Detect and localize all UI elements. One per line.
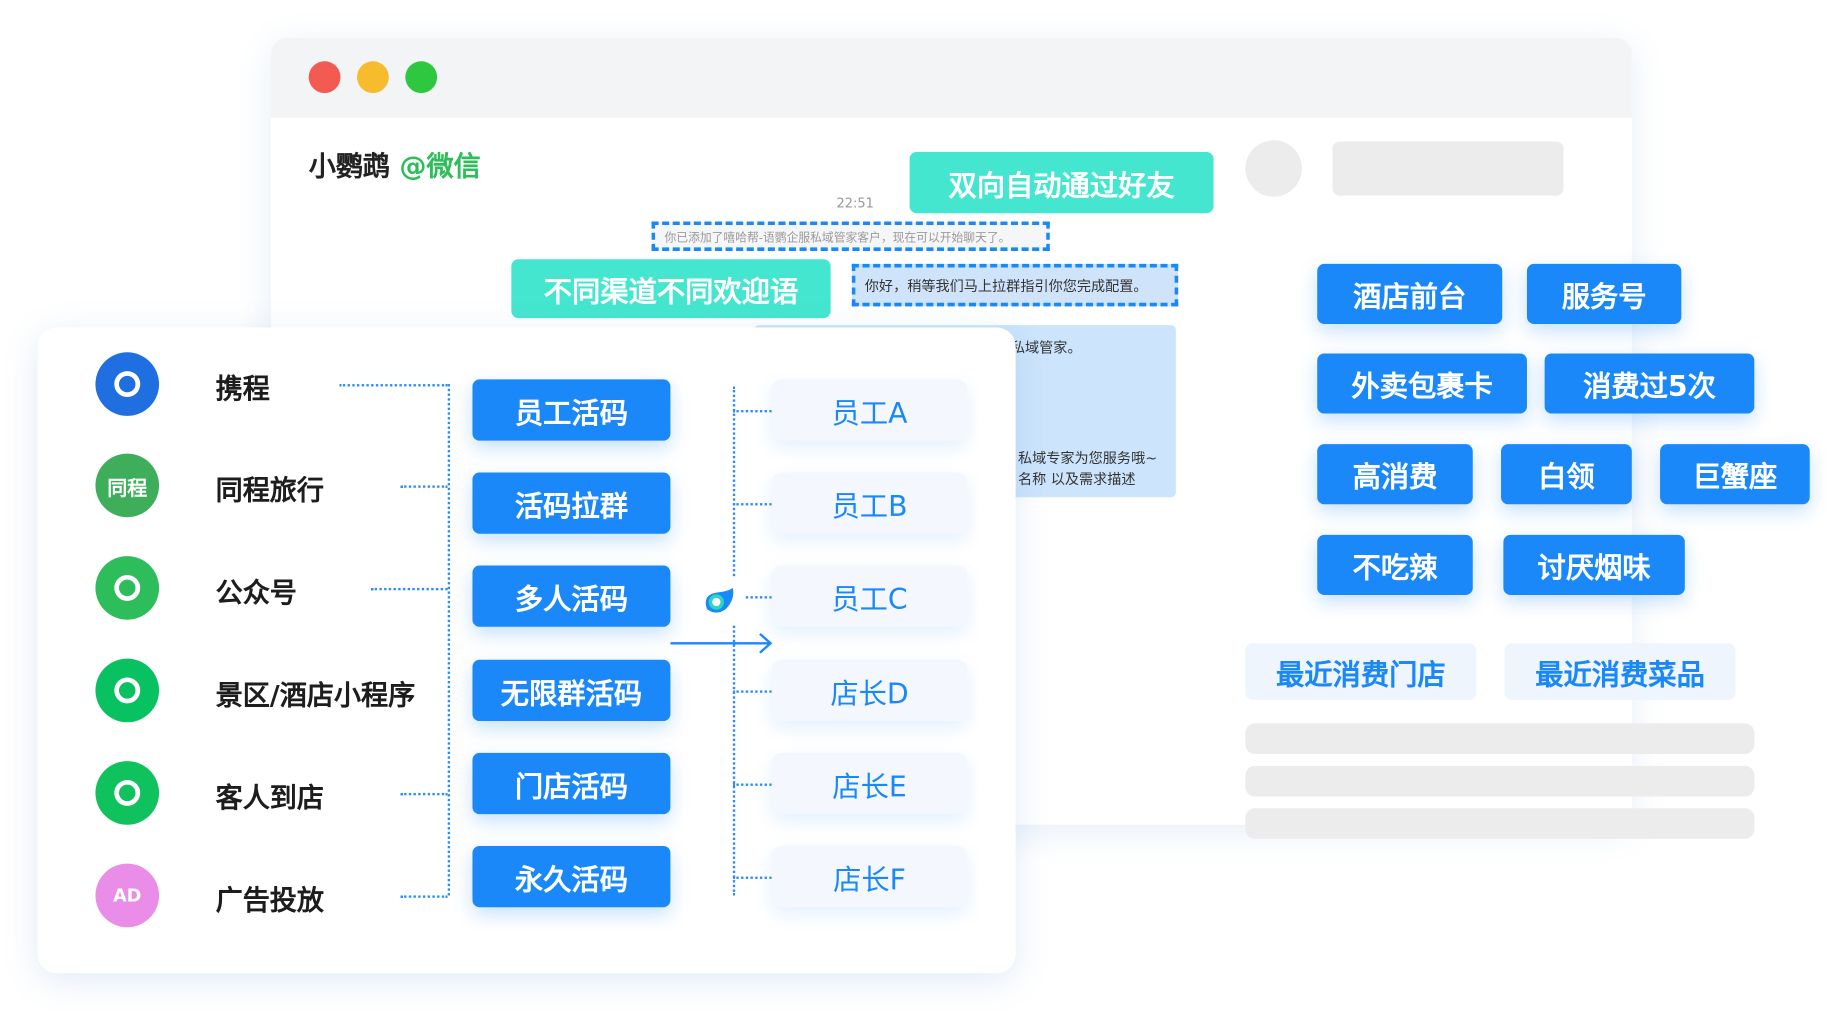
channel-label: 景区/酒店小程序 [215,680,416,712]
connector-line [732,386,736,896]
channel-label: 同程旅行 [215,475,325,507]
connector-line [732,503,772,506]
user-tag: 讨厌烟味 [1503,534,1685,595]
welcome-callout: 不同渠道不同欢迎语 [511,259,831,319]
user-tag: 高消费 [1317,444,1473,505]
maximize-button[interactable] [405,61,438,94]
connector-line [371,587,448,591]
system-message: 你已添加了嘻哈帮-语鹦企服私域管家客户，现在可以开始聊天了。 [651,221,1050,251]
user-tag: 白领 [1501,444,1632,505]
avatar-placeholder [1245,140,1302,197]
live-code-button[interactable]: 无限群活码 [472,659,671,722]
staff-card[interactable]: 店长E [771,752,968,815]
connector-line [447,384,451,896]
store-icon [95,761,160,825]
connector-line [339,384,448,387]
channel-label: 广告投放 [215,886,325,917]
staff-card[interactable]: 员工A [771,379,968,441]
connector-line [400,792,448,796]
channel-label: 携程 [215,374,270,406]
connector-line [400,485,448,488]
window-titlebar [270,37,1632,118]
name-placeholder [1332,141,1564,196]
user-tag: 服务号 [1526,263,1682,325]
connector-line [732,690,772,693]
staff-card[interactable]: 员工B [771,472,968,534]
live-code-button[interactable]: 活码拉群 [472,472,671,534]
brand-logo-icon [695,577,745,625]
staff-card[interactable]: 店长F [771,845,968,908]
reply-message: 你好，稍等我们马上拉群指引你您完成配置。 [851,263,1179,307]
connector-line [400,895,448,898]
live-code-button[interactable]: 多人活码 [472,565,671,627]
icon-text: 同程 [107,476,148,501]
user-tag: 不吃辣 [1317,534,1473,595]
ad-icon: AD [95,863,160,928]
chat-title: 小鹦鹉 @微信 [309,144,481,184]
live-code-button[interactable]: 门店活码 [472,752,671,815]
channel-label: 客人到店 [215,783,325,815]
panel-line: 私域专家为您服务哦~ [1017,450,1158,467]
staff-card[interactable]: 店长D [771,659,968,722]
user-tag: 外卖包裹卡 [1317,353,1527,414]
live-code-button[interactable]: 永久活码 [472,845,671,908]
wechat-icon [95,556,160,620]
user-tag: 巨蟹座 [1660,444,1810,505]
user-tag: 酒店前台 [1317,263,1503,325]
message-time: 22:51 [836,195,874,211]
panel-line: 名称 以及需求描述 [1017,471,1136,488]
close-button[interactable] [308,61,341,94]
placeholder-bar [1245,765,1755,797]
contact-name: 小鹦鹉 [308,151,390,183]
ctrip-icon [95,352,160,416]
arrow-icon [670,632,774,656]
tongcheng-icon: 同程 [95,453,160,518]
mini-program-icon [95,658,160,723]
connector-line [732,876,772,879]
live-code-button[interactable]: 员工活码 [472,379,671,441]
light-tag: 最近消费门店 [1245,643,1477,700]
minimize-button[interactable] [356,61,389,94]
auto-friend-callout: 双向自动通过好友 [909,151,1214,214]
panel-line: 私域管家。 [1010,339,1082,356]
staff-card[interactable]: 员工C [771,565,968,627]
connector-line [732,410,772,413]
placeholder-bar [1245,808,1755,839]
connector-line [732,783,772,786]
icon-text: AD [113,884,142,907]
light-tag: 最近消费菜品 [1504,643,1736,700]
channel-label: 公众号 [215,578,297,610]
placeholder-bar [1245,723,1755,755]
connector-line [732,596,772,599]
channel-name: @微信 [399,151,481,183]
user-tag: 消费过5次 [1544,353,1755,414]
